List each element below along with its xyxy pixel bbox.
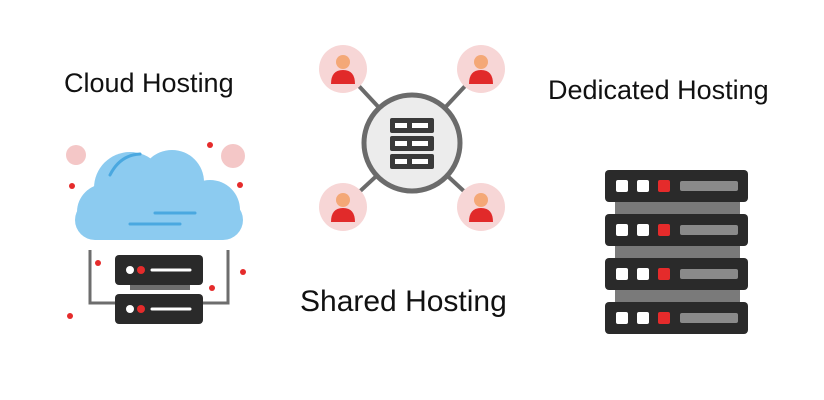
user-icon	[457, 183, 505, 231]
dedicated-server-rack-icon	[605, 170, 748, 334]
shared-hosting-label: Shared Hosting	[300, 285, 507, 318]
rack-unit	[605, 302, 748, 334]
connector	[195, 250, 230, 305]
cloud-server-icon	[66, 142, 246, 324]
rack-unit	[605, 214, 748, 246]
decor-circle	[66, 145, 86, 165]
cloud-highlight	[108, 152, 142, 177]
decor-dot	[237, 182, 243, 188]
user-icon	[457, 45, 505, 93]
decor-dot	[240, 269, 246, 275]
user-icon	[319, 183, 367, 231]
hub-server-icon	[390, 118, 434, 169]
decor-dot	[207, 142, 213, 148]
cloud-shape	[75, 150, 243, 240]
shared-hub-icon	[319, 45, 505, 231]
decor-dot	[209, 285, 215, 291]
connector	[88, 250, 125, 305]
user-icon	[319, 45, 367, 93]
rack-unit	[605, 170, 748, 202]
cloud-hosting-label: Cloud Hosting	[64, 68, 234, 98]
rack-unit	[605, 258, 748, 290]
decor-dot	[95, 260, 101, 266]
decor-circle	[221, 144, 245, 168]
dedicated-hosting-label: Dedicated Hosting	[548, 75, 769, 105]
decor-dot	[69, 183, 75, 189]
decor-dot	[67, 313, 73, 319]
